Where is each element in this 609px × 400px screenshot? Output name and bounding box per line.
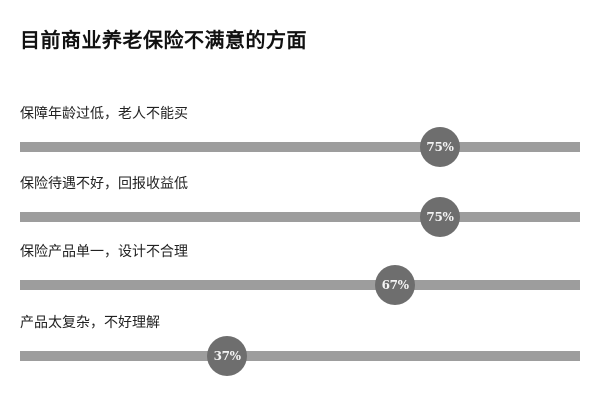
- bar-track: [20, 280, 580, 290]
- bar-track: [20, 142, 580, 152]
- category-label: 保险待遇不好，回报收益低: [20, 176, 188, 192]
- value-marker: 67%: [375, 265, 416, 305]
- bar-row: 保障年龄过低，老人不能买 75%: [0, 105, 609, 175]
- chart-title: 目前商业养老保险不满意的方面: [20, 28, 307, 52]
- bar-row: 保险待遇不好，回报收益低 75%: [0, 175, 609, 245]
- value-marker: 75%: [420, 197, 460, 237]
- bar-row: 保险产品单一，设计不合理 67%: [0, 243, 609, 313]
- bar-row: 产品太复杂，不好理解 37%: [0, 314, 609, 384]
- value-marker: 37%: [207, 336, 248, 376]
- category-label: 产品太复杂，不好理解: [20, 315, 160, 331]
- value-marker: 75%: [420, 127, 460, 167]
- category-label: 保障年龄过低，老人不能买: [20, 106, 188, 122]
- bar-track: [20, 351, 580, 361]
- bar-track: [20, 212, 580, 222]
- category-label: 保险产品单一，设计不合理: [20, 244, 188, 260]
